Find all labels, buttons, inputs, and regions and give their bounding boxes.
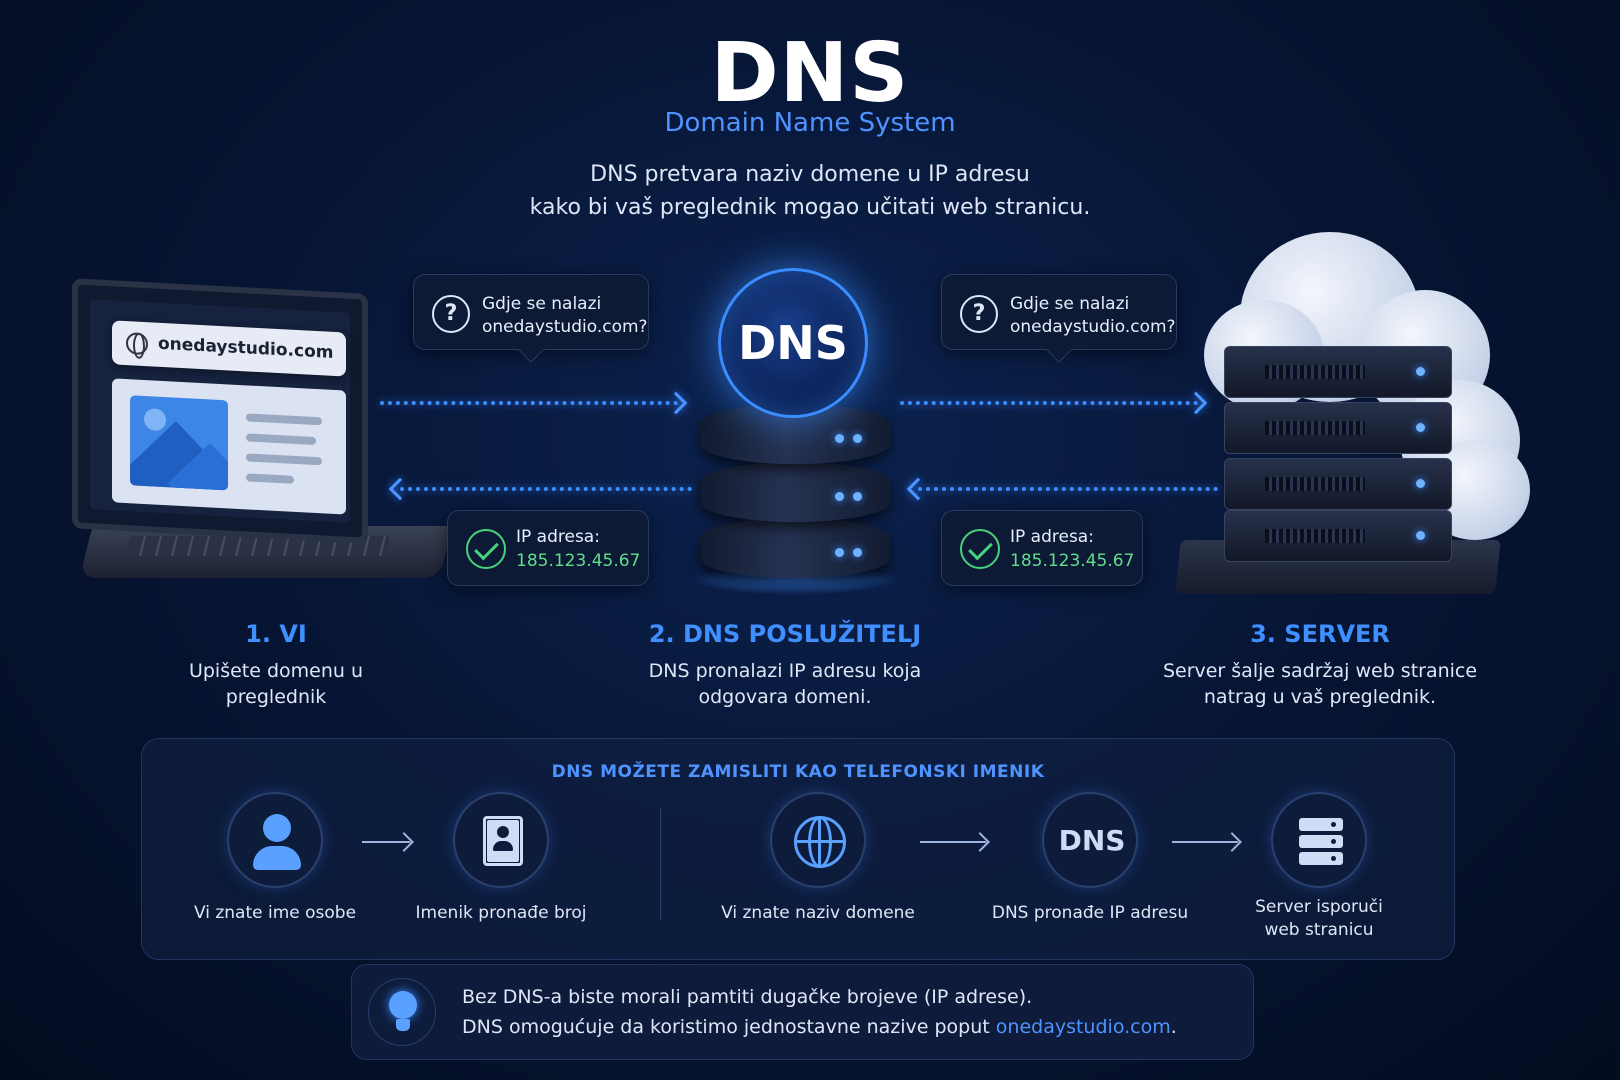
image-icon (130, 395, 228, 491)
check-icon (960, 529, 1000, 569)
query-bubble-right: ? Gdje se nalazi onedaystudio.com? (941, 274, 1177, 363)
tip-box (351, 964, 1254, 1060)
phonebook-icon (453, 792, 549, 888)
step-dns: 2. DNS POSLUŽITELJ DNS pronalazi IP adre… (648, 620, 922, 708)
step-user: 1. VI Upišete domenu u preglednik (188, 620, 364, 708)
arrow-response-to-user (400, 487, 692, 491)
tip-line-2: DNS omogućuje da koristimo jednostavne n… (462, 1016, 1177, 1038)
step-server: 3. SERVER Server šalje sadržaj web stran… (1162, 620, 1478, 708)
analogy-title: DNS MOŽETE ZAMISLITI KAO TELEFONSKI IMEN… (551, 762, 1045, 782)
webpage-preview (112, 378, 346, 515)
check-icon (466, 529, 506, 569)
analogy-arrow (1172, 841, 1238, 843)
browser-url-bar: onedaystudio.com (112, 320, 346, 377)
dns-server-icon: DNS (718, 268, 868, 418)
analogy-divider (660, 808, 661, 920)
answer-bubble-left: IP adresa: 185.123.45.67 (447, 510, 649, 586)
page-subtitle: Domain Name System (664, 108, 956, 138)
dns-disk-2 (700, 462, 890, 522)
page-title: DNS (710, 26, 910, 121)
arrow-head-left (388, 477, 412, 501)
url-text: onedaystudio.com (158, 333, 334, 363)
arrow-head-left (906, 477, 930, 501)
query-bubble-left: ? Gdje se nalazi onedaystudio.com? (413, 274, 649, 363)
question-icon: ? (960, 295, 998, 333)
lightbulb-icon (368, 978, 436, 1046)
person-icon (227, 792, 323, 888)
server-rack-unit (1224, 346, 1452, 398)
arrow-server-to-dns (918, 487, 1218, 491)
arrow-dns-to-server (900, 401, 1198, 405)
page-description: DNS pretvara naziv domene u IP adresu ka… (529, 162, 1091, 220)
server-rack-unit (1224, 458, 1452, 510)
dns-disk-3 (700, 518, 890, 578)
tip-line-1: Bez DNS-a biste morali pamtiti dugačke b… (462, 986, 1033, 1008)
tip-link: onedaystudio.com (995, 1016, 1171, 1038)
globe-icon (770, 792, 866, 888)
question-icon: ? (432, 295, 470, 333)
arrow-head-right (664, 391, 688, 415)
globe-icon (126, 332, 148, 356)
analogy-arrow (362, 841, 410, 843)
answer-bubble-right: IP adresa: 185.123.45.67 (941, 510, 1143, 586)
analogy-arrow (920, 841, 986, 843)
server-rack-unit (1224, 510, 1452, 562)
server-icon (1271, 792, 1367, 888)
dns-icon: DNS (1042, 792, 1138, 888)
arrow-request-to-dns (380, 401, 678, 405)
server-rack-unit (1224, 402, 1452, 454)
arrow-head-right (1184, 391, 1208, 415)
laptop-screen: onedaystudio.com (72, 278, 368, 544)
